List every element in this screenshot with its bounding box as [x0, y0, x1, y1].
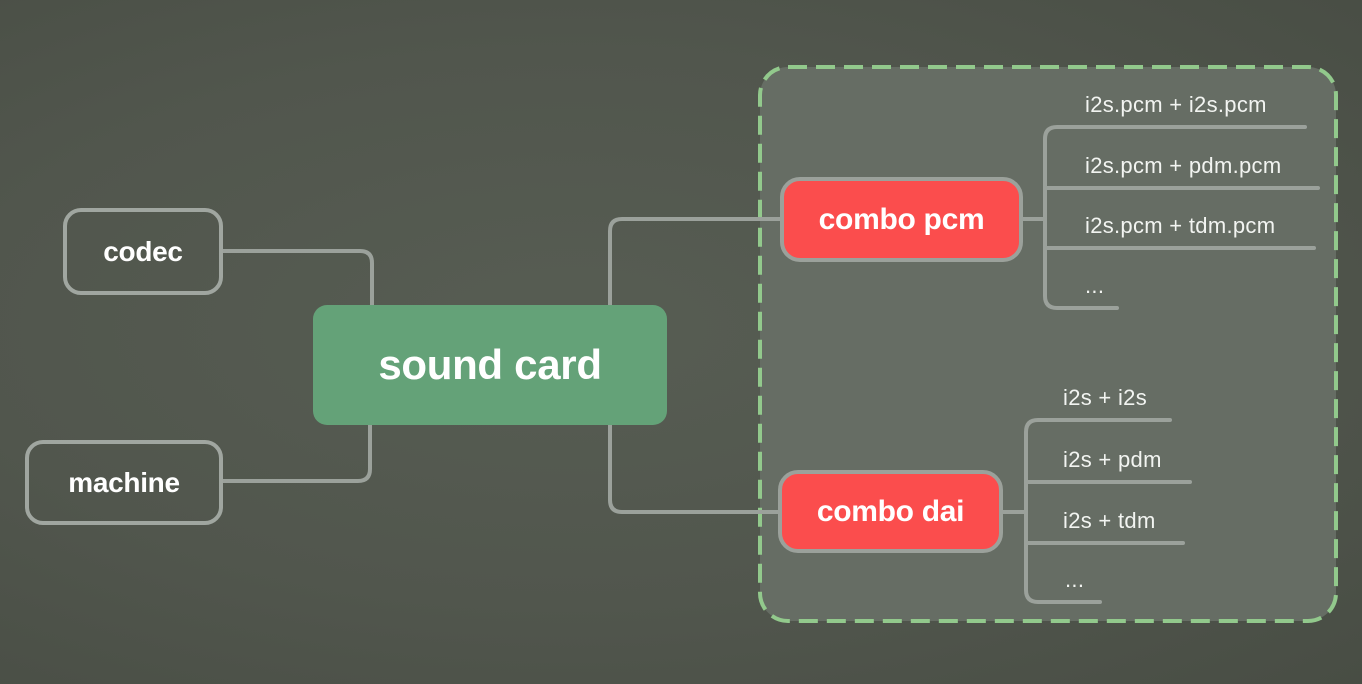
leaf-pcm-ellipsis[interactable]: ... [1085, 273, 1105, 298]
leaf-dai-i2s-tdm[interactable]: i2s + tdm [1063, 508, 1156, 533]
edge-soundcard-combopcm [608, 217, 782, 307]
node-combo-pcm[interactable]: combo pcm [780, 177, 1023, 262]
node-machine[interactable]: machine [25, 440, 223, 525]
edge-machine-soundcard [221, 423, 372, 483]
node-sound-card[interactable]: sound card [313, 305, 667, 425]
leaf-pcm-i2s-tdm[interactable]: i2s.pcm + tdm.pcm [1085, 213, 1276, 238]
leaf-dai-i2s-i2s[interactable]: i2s + i2s [1063, 385, 1148, 410]
edge-soundcard-combodai [608, 423, 780, 514]
node-combo-dai[interactable]: combo dai [778, 470, 1003, 553]
edge-dai-leaf-3 [1024, 510, 1102, 604]
node-combo-pcm-label: combo pcm [818, 202, 985, 236]
edge-pcm-leaf-0 [1043, 125, 1307, 221]
node-combo-dai-label: combo dai [816, 494, 965, 528]
leaf-dai-i2s-pdm[interactable]: i2s + pdm [1063, 447, 1162, 472]
node-codec[interactable]: codec [63, 208, 223, 295]
edge-dai-leaf-0 [1024, 418, 1172, 514]
node-machine-label: machine [68, 466, 180, 498]
leaf-pcm-i2s-pdm[interactable]: i2s.pcm + pdm.pcm [1085, 153, 1282, 178]
leaf-dai-ellipsis[interactable]: ... [1065, 567, 1085, 592]
edge-codec-soundcard [221, 249, 374, 307]
node-codec-label: codec [103, 235, 183, 267]
leaf-pcm-i2s-i2s[interactable]: i2s.pcm + i2s.pcm [1085, 92, 1267, 117]
edge-pcm-leaf-3 [1043, 217, 1119, 310]
node-sound-card-label: sound card [378, 341, 602, 388]
